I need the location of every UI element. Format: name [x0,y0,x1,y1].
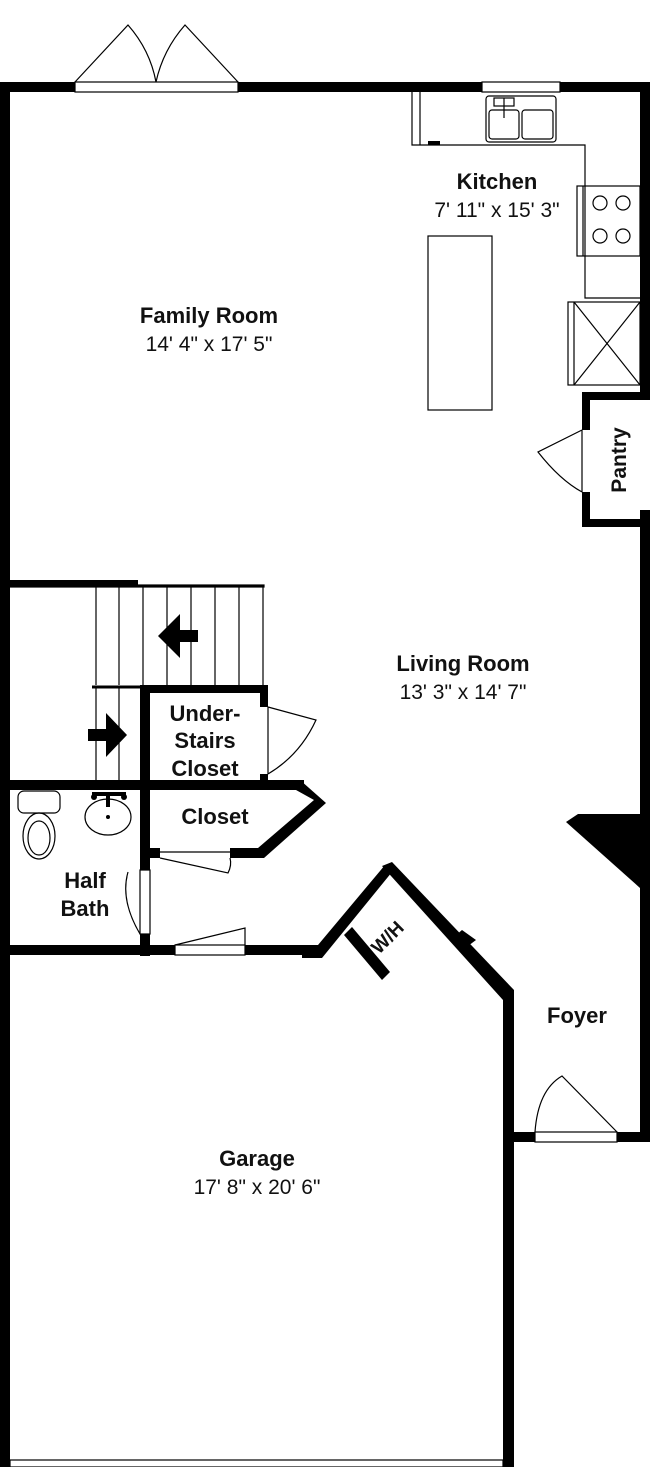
garage-label: Garage [219,1146,295,1171]
kitchen-label: Kitchen [457,169,538,194]
kitchen-sink-icon [485,95,557,143]
pantry-walls [582,392,650,527]
living-room-dims: 13' 3" x 14' 7" [400,681,527,704]
interior-walls [0,580,640,1000]
kitchen-dims: 7' 11" x 15' 3" [434,199,559,222]
pantry-door-icon [537,429,583,493]
pantry-label: Pantry [608,427,631,493]
half-bath-label-2: Bath [61,896,110,921]
kitchen-fixtures [411,92,641,411]
half-bath-fixtures [17,790,132,860]
under-stairs-label-3: Closet [171,756,239,781]
refrigerator-icon [567,301,641,386]
kitchen-island [427,235,493,411]
family-room-label: Family Room [140,303,278,328]
closet-door-icon [159,851,232,874]
exterior-walls [0,82,650,1467]
room-labels: Family Room 14' 4" x 17' 5" Kitchen 7' 1… [61,169,631,1199]
living-room-label: Living Room [396,651,529,676]
garage-dims: 17' 8" x 20' 6" [194,1176,321,1199]
sink-icon [84,792,132,836]
stair-arrow-left-icon [158,614,198,658]
toilet-icon [17,790,61,860]
closet-label: Closet [181,804,249,829]
openings [9,81,561,1467]
stair-arrow-right-icon [88,713,127,757]
under-stairs-door-icon [267,706,317,775]
garage-door-icon [174,927,246,956]
under-stairs-label-1: Under- [170,701,241,726]
half-bath-label-1: Half [64,868,106,893]
stairs [88,587,264,780]
doors [74,24,618,1143]
water-heater-label: W/H [368,918,409,959]
double-door-icon [74,24,239,83]
under-stairs-label-2: Stairs [174,728,235,753]
foyer-label: Foyer [547,1003,607,1028]
half-bath-door-icon [125,869,151,935]
family-room-dims: 14' 4" x 17' 5" [146,333,273,356]
front-door-icon [534,1075,618,1143]
stove-icon [576,185,641,257]
